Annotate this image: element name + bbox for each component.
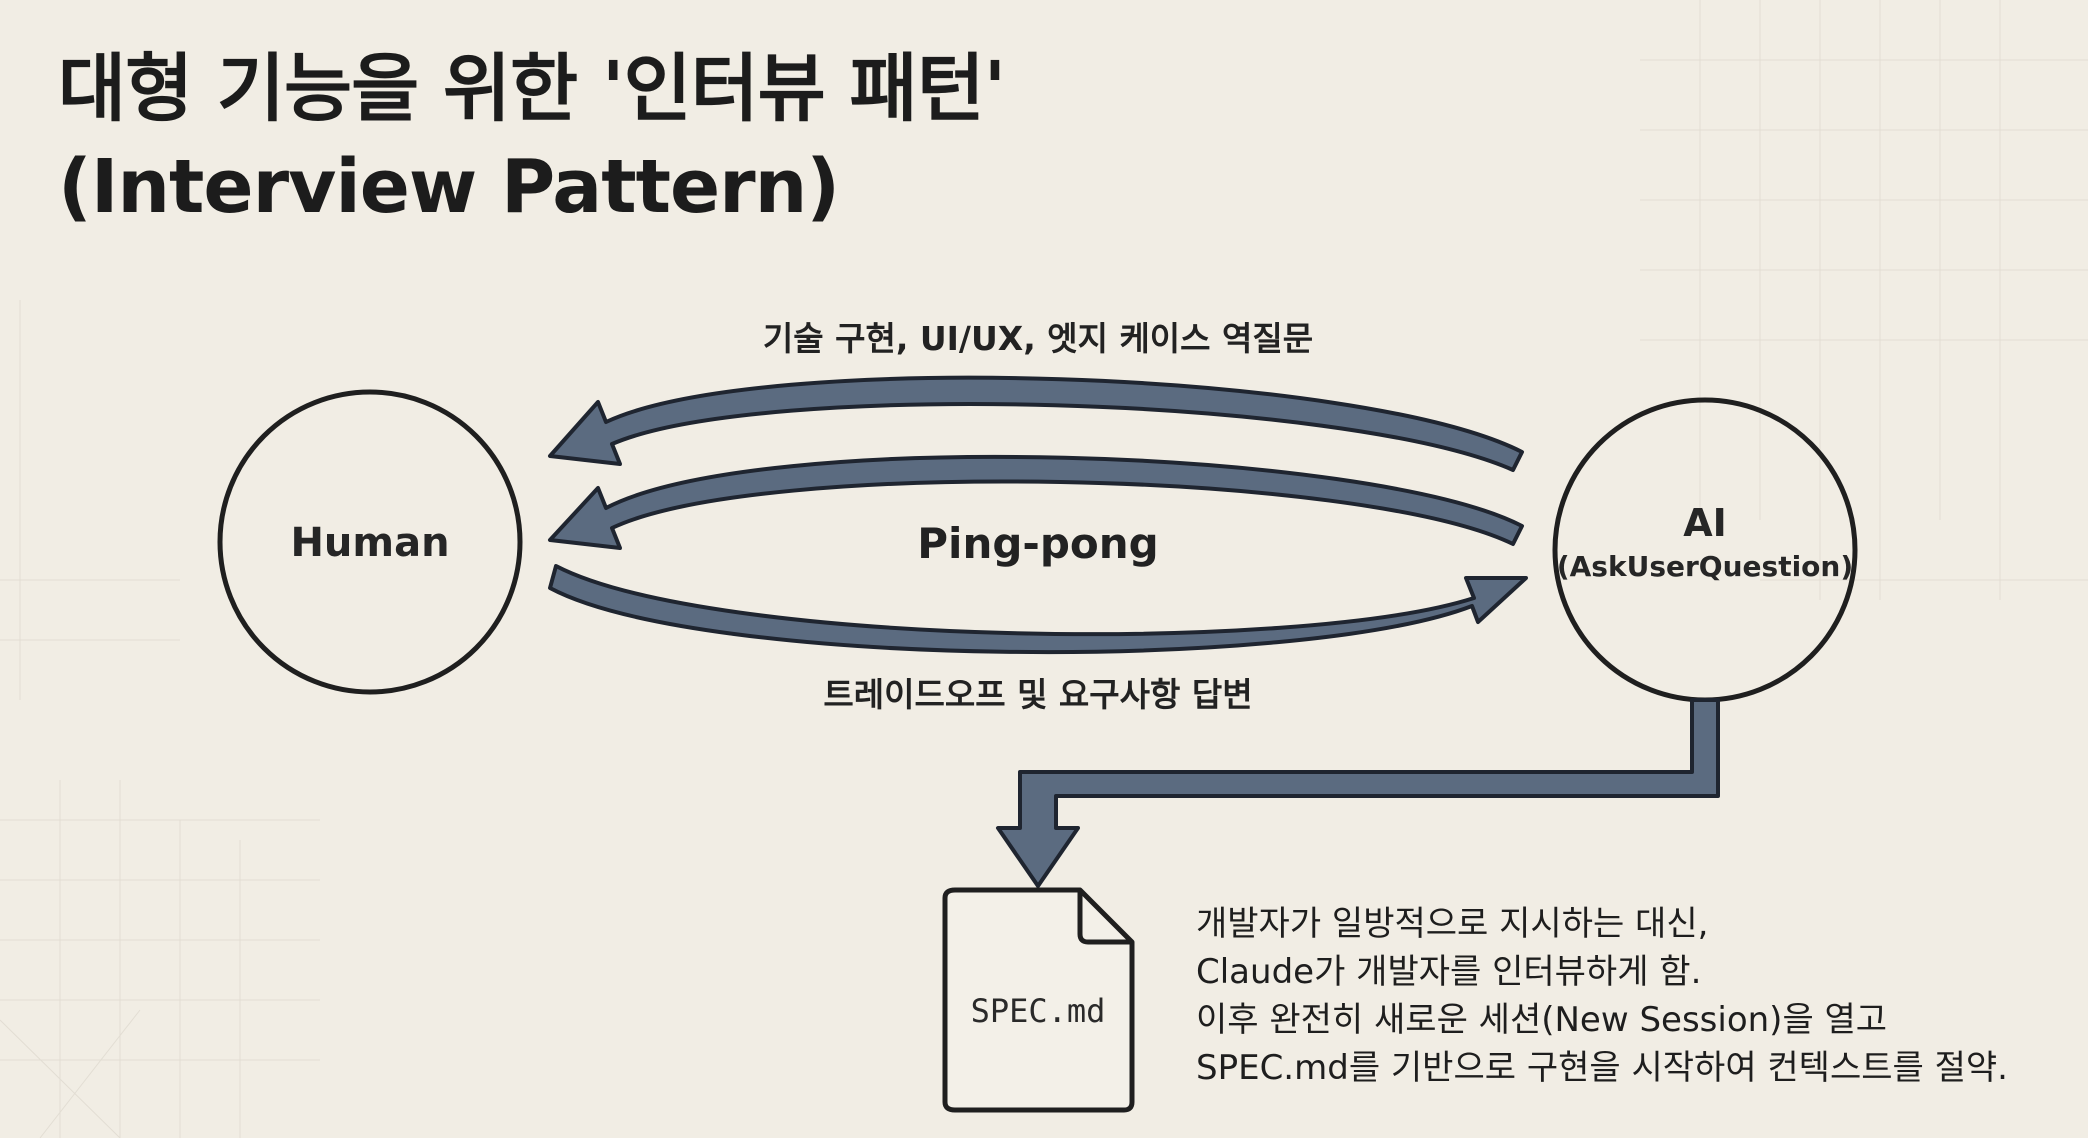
title-line-2: (Interview Pattern) bbox=[58, 144, 840, 230]
note-line-4: SPEC.md를 기반으로 구현을 시작하여 컨텍스트를 절약. bbox=[1196, 1048, 2008, 1088]
note-line-3: 이후 완전히 새로운 세션(New Session)을 열고 bbox=[1196, 1000, 1888, 1040]
edge-label-middle: Ping-pong bbox=[917, 519, 1158, 568]
explanation-text: 개발자가 일방적으로 지시하는 대신, Claude가 개발자를 인터뷰하게 함… bbox=[1196, 900, 2076, 1092]
ai-label: AI bbox=[1683, 501, 1727, 545]
title-line-1: 대형 기능을 위한 '인터뷰 패턴' bbox=[58, 46, 1006, 132]
spec-label: SPEC.md bbox=[971, 992, 1106, 1030]
edge-label-top: 기술 구현, UI/UX, 엣지 케이스 역질문 bbox=[763, 319, 1313, 358]
edge-label-bottom: 트레이드오프 및 요구사항 답변 bbox=[823, 675, 1252, 714]
note-line-1: 개발자가 일방적으로 지시하는 대신, bbox=[1196, 904, 1709, 944]
arrow-ai-to-spec bbox=[996, 698, 1720, 888]
ai-sublabel: (AskUserQuestion) bbox=[1557, 550, 1853, 583]
ai-node: AI (AskUserQuestion) bbox=[1552, 397, 1858, 703]
spec-document-icon: SPEC.md bbox=[942, 887, 1135, 1113]
arrow-top bbox=[548, 375, 1524, 472]
page-title: 대형 기능을 위한 '인터뷰 패턴' (Interview Pattern) bbox=[58, 40, 1006, 236]
human-label: Human bbox=[290, 520, 449, 566]
arrow-bottom bbox=[548, 564, 1528, 655]
human-node: Human bbox=[217, 389, 523, 695]
note-line-2: Claude가 개발자를 인터뷰하게 함. bbox=[1196, 952, 1702, 992]
arrow-middle bbox=[548, 454, 1524, 550]
